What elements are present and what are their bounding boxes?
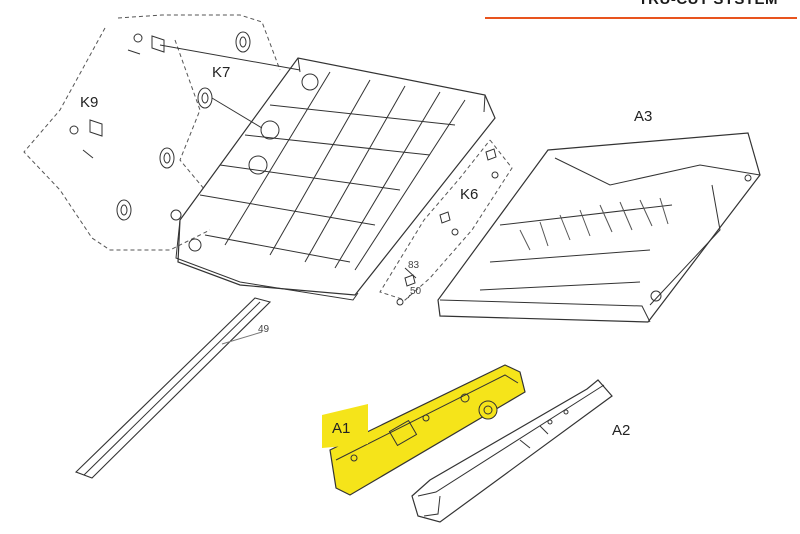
- part-49-strip: [74, 297, 272, 479]
- kit-k7-parts: [127, 31, 301, 129]
- label-k6: K6: [460, 186, 479, 203]
- label-a2: A2: [612, 422, 631, 439]
- label-k7: K7: [212, 64, 231, 81]
- label-part-83: 83: [408, 260, 420, 271]
- kit-k6-parts: [396, 148, 499, 306]
- header-title: TRU-CUT SYSTEM: [639, 0, 779, 8]
- label-part-50: 50: [410, 286, 422, 297]
- part-a2-rail: [411, 379, 613, 523]
- kit-k9-parts: [69, 119, 175, 221]
- tray-assembly: [170, 57, 496, 301]
- label-part-49: 49: [258, 324, 270, 335]
- part-a1-fill: [329, 364, 526, 496]
- kit-k9-k7-dashed-outline: [23, 14, 281, 251]
- header-accent-rule: [485, 17, 797, 19]
- label-a1: A1: [332, 420, 351, 437]
- part-a3-cover: [437, 132, 761, 323]
- part-a1-highlighted: [329, 364, 526, 496]
- kit-k6-dashed-outline: [379, 139, 513, 301]
- label-a3: A3: [634, 108, 653, 125]
- label-k9: K9: [80, 94, 99, 111]
- a1-label-flag: [322, 404, 368, 448]
